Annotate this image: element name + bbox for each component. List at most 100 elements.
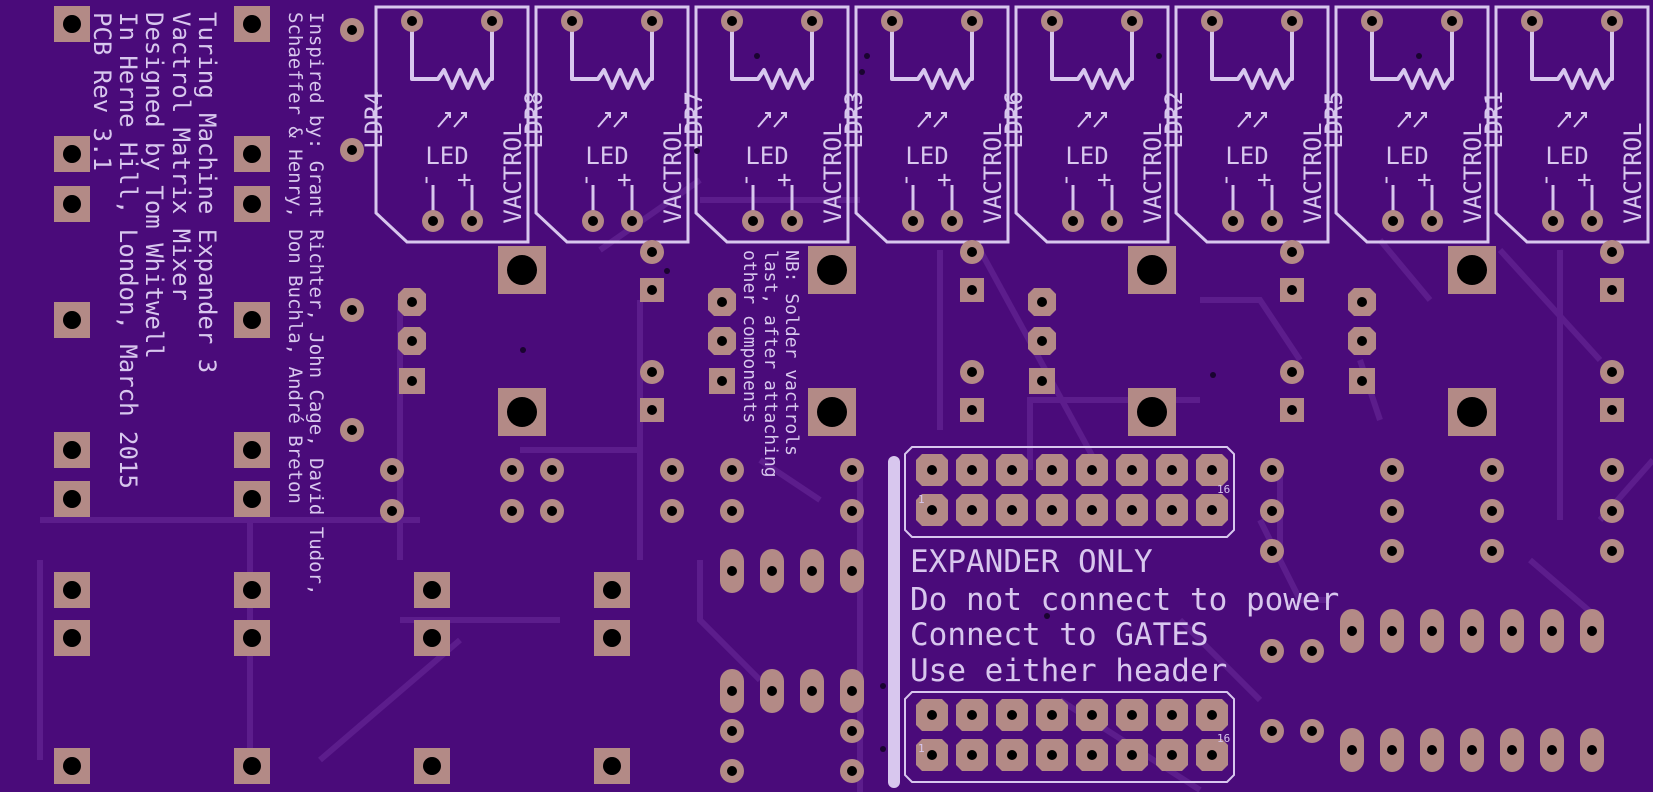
vactrol-4-led-label: LED bbox=[905, 142, 948, 170]
drill-hole bbox=[1357, 297, 1367, 307]
drill-hole bbox=[1547, 626, 1557, 636]
drill-hole bbox=[1047, 750, 1057, 760]
drill-hole bbox=[1307, 726, 1317, 736]
drill-hole bbox=[603, 581, 621, 599]
vactrol-1-plus: + bbox=[450, 173, 478, 187]
vactrol-3-minus: - bbox=[731, 173, 759, 187]
drill-hole bbox=[547, 465, 557, 475]
drill-hole bbox=[967, 367, 977, 377]
vactrol-4-vactrol-label: VACTROL bbox=[979, 122, 1007, 223]
via bbox=[1416, 53, 1422, 59]
drill-hole bbox=[1467, 745, 1477, 755]
vactrol-3-plus: + bbox=[770, 173, 798, 187]
drill-hole bbox=[567, 16, 577, 26]
drill-hole bbox=[717, 336, 727, 346]
drill-hole bbox=[1047, 465, 1057, 475]
drill-hole bbox=[243, 195, 261, 213]
drill-hole bbox=[727, 506, 737, 516]
drill-hole bbox=[1267, 726, 1277, 736]
vactrol-4-plus: + bbox=[930, 173, 958, 187]
drill-hole bbox=[748, 216, 758, 226]
drill-hole bbox=[1287, 247, 1297, 257]
light-arrows-icon bbox=[1237, 112, 1267, 128]
drill-hole bbox=[243, 15, 261, 33]
drill-hole bbox=[1457, 397, 1487, 427]
copper-trace-18 bbox=[977, 248, 1103, 472]
drill-hole bbox=[967, 710, 977, 720]
vactrol-7-ldr-label: LDR5 bbox=[1320, 91, 1348, 149]
drill-hole bbox=[1267, 216, 1277, 226]
copper-trace-10 bbox=[1200, 297, 1303, 362]
credit-line-2: Vactrol Matrix Mixer bbox=[167, 12, 195, 301]
drill-hole bbox=[947, 216, 957, 226]
drill-hole bbox=[647, 405, 657, 415]
vactrol-8-vactrol-label: VACTROL bbox=[1619, 122, 1647, 223]
drill-hole bbox=[1347, 745, 1357, 755]
drill-hole bbox=[1607, 506, 1617, 516]
drill-hole bbox=[887, 16, 897, 26]
via bbox=[1210, 372, 1216, 378]
drill-hole bbox=[1037, 376, 1047, 386]
drill-hole bbox=[727, 686, 737, 696]
drill-hole bbox=[667, 465, 677, 475]
vactrol-5-vactrol-label: VACTROL bbox=[1139, 122, 1167, 223]
copper-trace-5 bbox=[598, 177, 702, 253]
vactrol-6-vactrol-label: VACTROL bbox=[1299, 122, 1327, 223]
drill-hole bbox=[967, 16, 977, 26]
drill-hole bbox=[1087, 505, 1097, 515]
drill-hole bbox=[407, 376, 417, 386]
drill-hole bbox=[1607, 367, 1617, 377]
vactrol-4-minus: - bbox=[891, 173, 919, 187]
drill-hole bbox=[927, 465, 937, 475]
drill-hole bbox=[787, 216, 797, 226]
drill-hole bbox=[387, 465, 397, 475]
vactrol-outline-1 bbox=[374, 5, 530, 244]
vactrol-outline-3 bbox=[694, 5, 850, 244]
header-1-pin-first: 1 bbox=[918, 493, 925, 506]
drill-hole bbox=[243, 441, 261, 459]
via bbox=[859, 69, 865, 75]
credit-line-5: PCB Rev 3.1 bbox=[88, 12, 116, 171]
vactrol-2-vactrol-label: VACTROL bbox=[659, 122, 687, 223]
expander-note-line-2: Do not connect to power bbox=[910, 582, 1339, 618]
drill-hole bbox=[507, 465, 517, 475]
drill-hole bbox=[1037, 336, 1047, 346]
drill-hole bbox=[1607, 285, 1617, 295]
drill-hole bbox=[1167, 465, 1177, 475]
copper-trace-26 bbox=[1177, 617, 1263, 703]
drill-hole bbox=[1607, 546, 1617, 556]
drill-hole bbox=[243, 145, 261, 163]
vactrol-7-vactrol-label: VACTROL bbox=[1459, 122, 1487, 223]
drill-hole bbox=[407, 16, 417, 26]
drill-hole bbox=[407, 336, 417, 346]
drill-hole bbox=[1207, 750, 1217, 760]
vactrol-5-plus: + bbox=[1090, 173, 1118, 187]
resistor-icon bbox=[570, 21, 654, 90]
drill-hole bbox=[423, 581, 441, 599]
vactrol-6-plus: + bbox=[1250, 173, 1278, 187]
drill-hole bbox=[727, 566, 737, 576]
vactrol-outline-2 bbox=[534, 5, 690, 244]
copper-trace-7 bbox=[697, 560, 763, 683]
drill-hole bbox=[1267, 465, 1277, 475]
vactrol-7-minus: - bbox=[1371, 173, 1399, 187]
drill-hole bbox=[1507, 626, 1517, 636]
expander-note-line-4: Use either header bbox=[910, 653, 1227, 689]
drill-hole bbox=[717, 297, 727, 307]
drill-hole bbox=[1367, 16, 1377, 26]
drill-hole bbox=[767, 566, 777, 576]
drill-hole bbox=[63, 441, 81, 459]
drill-hole bbox=[1487, 506, 1497, 516]
drill-hole bbox=[1387, 745, 1397, 755]
light-arrows-icon bbox=[597, 112, 627, 128]
vactrol-7-plus: + bbox=[1410, 173, 1438, 187]
credit-line-1: Turing Machine Expander 3 bbox=[193, 12, 221, 373]
drill-hole bbox=[847, 566, 857, 576]
drill-hole bbox=[63, 490, 81, 508]
light-arrows-icon bbox=[1397, 112, 1427, 128]
light-arrows-icon bbox=[1557, 112, 1587, 128]
resistor-icon bbox=[890, 21, 974, 90]
drill-hole bbox=[647, 247, 657, 257]
drill-hole bbox=[243, 629, 261, 647]
drill-hole bbox=[1207, 710, 1217, 720]
